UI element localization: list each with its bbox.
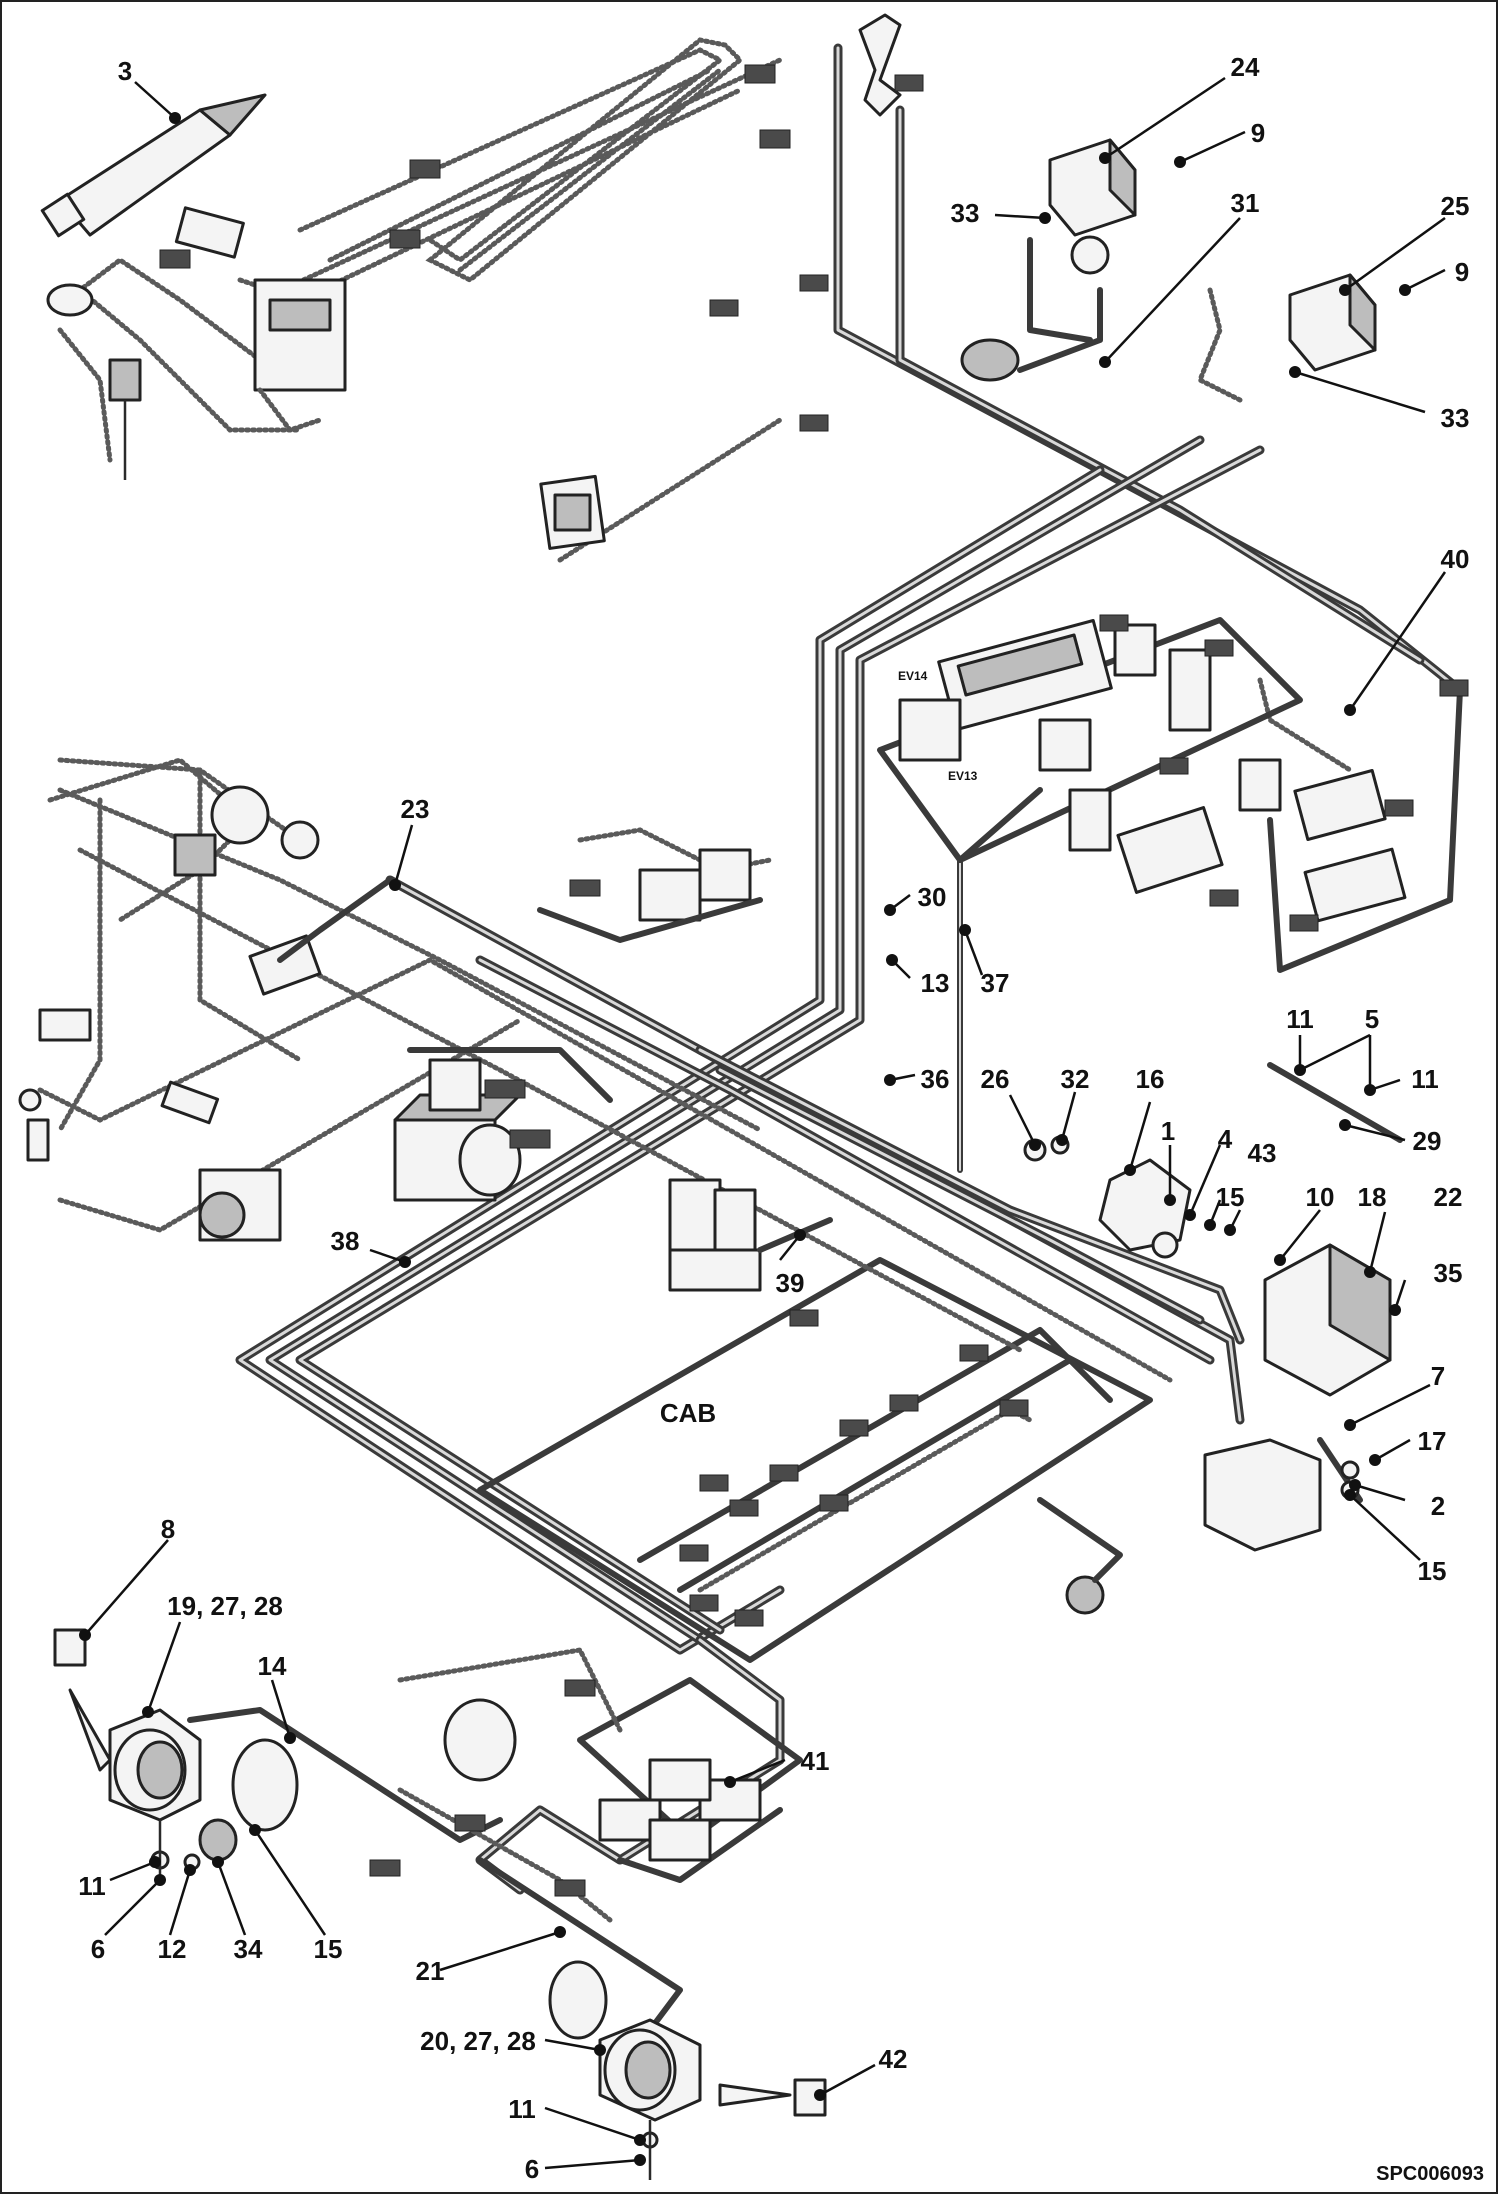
top-bracket	[159, 13, 924, 432]
callout-29: 29	[1413, 1126, 1442, 1156]
callout-16: 16	[1136, 1064, 1165, 1094]
reference-code: SPC006093	[1376, 2163, 1484, 2185]
callout-43: 43	[1248, 1138, 1277, 1168]
callout-8: 8	[161, 1514, 175, 1544]
callout-30: 30	[918, 882, 947, 912]
callout-6-a: 6	[91, 1934, 105, 1964]
valve-bank	[877, 614, 1469, 973]
callout-22: 22	[1434, 1182, 1463, 1212]
callout-1: 1	[1161, 1116, 1175, 1146]
callout-41: 41	[801, 1746, 830, 1776]
cab-label: CAB	[660, 1398, 716, 1428]
callout-11-c: 11	[78, 1871, 106, 1901]
cable-chain-loop	[425, 37, 744, 283]
center-upper-chain	[537, 827, 773, 943]
callout-26: 26	[981, 1064, 1010, 1094]
relay-box-24	[1048, 138, 1137, 275]
callout-35: 35	[1434, 1258, 1463, 1288]
square-connector	[539, 474, 606, 550]
callout-14: 14	[258, 1651, 287, 1681]
callout-6-b: 6	[525, 2154, 539, 2184]
leader-lines	[79, 76, 1447, 2170]
battery	[1023, 1135, 1392, 1552]
bottom-valve-group	[369, 1647, 803, 1897]
callout-labels: 3 24 9 33 31 25 9 33 40 23 30 13 37 11 5…	[78, 52, 1469, 2184]
callout-32: 32	[1061, 1064, 1090, 1094]
work-lamp-left	[53, 1628, 202, 1880]
top-left-components	[46, 206, 347, 480]
left-cluster	[18, 757, 393, 1242]
callout-11-d: 11	[508, 2094, 536, 2124]
ev14-label: EV14	[898, 669, 928, 683]
callout-34: 34	[234, 1934, 263, 1964]
callout-2: 2	[1431, 1491, 1445, 1521]
callout-15-b: 15	[1418, 1556, 1447, 1586]
callout-31: 31	[1231, 188, 1260, 218]
callout-24: 24	[1231, 52, 1260, 82]
callout-33-a: 33	[951, 198, 980, 228]
callout-15-a: 15	[1216, 1182, 1245, 1212]
cab-sensor	[1037, 1497, 1123, 1615]
callout-17: 17	[1418, 1426, 1447, 1456]
relay-box-25	[1288, 273, 1377, 372]
callout-10: 10	[1306, 1182, 1335, 1212]
callout-33-b: 33	[1441, 403, 1470, 433]
callout-7: 7	[1431, 1361, 1445, 1391]
valve-39-block	[668, 1178, 833, 1292]
callout-15-c: 15	[314, 1934, 343, 1964]
callout-11-b: 11	[1411, 1064, 1439, 1094]
callout-19-27-28: 19, 27, 28	[167, 1591, 283, 1621]
callout-37: 37	[981, 968, 1010, 998]
callout-5: 5	[1365, 1004, 1379, 1034]
callout-39: 39	[776, 1268, 805, 1298]
work-lamp-right	[548, 1960, 827, 2180]
callout-9-a: 9	[1251, 118, 1265, 148]
callout-20-27-28: 20, 27, 28	[420, 2026, 536, 2056]
callout-25: 25	[1441, 191, 1470, 221]
ev13-label: EV13	[948, 769, 978, 783]
callout-11-a: 11	[1286, 1004, 1314, 1034]
work-lamp-round	[183, 1738, 299, 1871]
callout-40: 40	[1441, 544, 1470, 574]
callout-12: 12	[158, 1934, 187, 1964]
sensor-31	[960, 237, 1103, 382]
callout-9-b: 9	[1455, 257, 1469, 287]
callout-36: 36	[921, 1064, 950, 1094]
hydraulic-block	[393, 1047, 613, 1202]
callout-21: 21	[416, 1956, 445, 1986]
callout-4: 4	[1218, 1124, 1233, 1154]
callout-42: 42	[879, 2044, 908, 2074]
main-harness	[187, 43, 1465, 2033]
callout-23: 23	[401, 794, 430, 824]
callout-18: 18	[1358, 1182, 1387, 1212]
callout-38: 38	[331, 1226, 360, 1256]
callout-13: 13	[921, 968, 950, 998]
callout-3: 3	[118, 56, 132, 86]
grease-tube	[40, 93, 267, 238]
cab-connectors	[679, 1309, 1029, 1627]
